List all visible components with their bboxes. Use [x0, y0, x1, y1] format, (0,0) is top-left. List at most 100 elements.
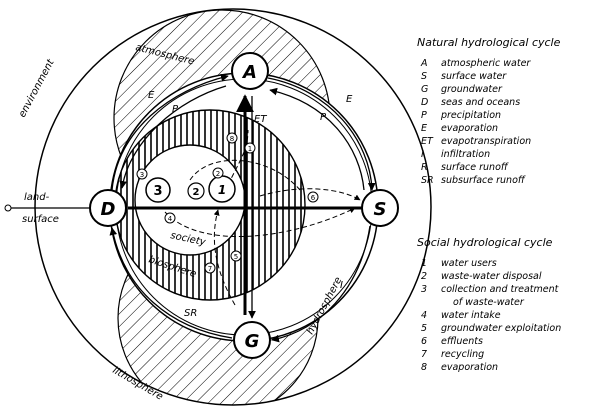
natural-legend-text: precipitation — [441, 110, 502, 121]
social-cycle-title: Social hydrological cycle — [417, 236, 553, 249]
social-node-3: 3 — [145, 177, 171, 203]
node-S: S — [361, 189, 399, 227]
flow-label-SR: SR — [184, 308, 197, 319]
marker-1: 1 — [244, 142, 256, 154]
node-S-label: S — [374, 199, 387, 220]
natural-legend-text: evapotranspiration — [441, 136, 532, 147]
svg-text:8: 8 — [230, 135, 234, 143]
natural-legend-key: R — [421, 162, 428, 173]
natural-legend-key: S — [421, 71, 428, 82]
natural-legend-key: SR — [421, 175, 434, 186]
social-legend-key: 7 — [421, 349, 428, 360]
social-legend-text: waste-water disposal — [441, 271, 542, 282]
marker-2: 2 — [212, 167, 224, 179]
natural-legend-key: D — [421, 97, 429, 108]
marker-6: 6 — [307, 191, 319, 203]
marker-5: 5 — [230, 250, 242, 262]
natural-legend-key: E — [421, 123, 428, 134]
intake-flow — [259, 188, 361, 201]
marker-3: 3 — [136, 168, 148, 180]
marker-8: 8 — [226, 132, 238, 144]
flow-label-P-left: P — [172, 104, 179, 115]
natural-legend-row: SR subsurface runoff — [421, 175, 525, 186]
natural-legend-key: A — [421, 58, 428, 69]
natural-legend-text: atmospheric water — [441, 58, 531, 69]
marker-4: 4 — [164, 212, 176, 224]
natural-legend-text: surface runoff — [441, 162, 508, 173]
natural-legend-key: ET — [421, 136, 433, 147]
flow-label-P-right: P — [320, 112, 327, 123]
flow-label-E-right: E — [346, 94, 353, 105]
flow-arc-G-D — [109, 227, 233, 339]
flow-arc-D-A — [111, 73, 229, 191]
groundwater-exploitation-flow — [213, 209, 236, 306]
svg-text:1: 1 — [248, 145, 252, 153]
flow-arc-S-A — [269, 87, 365, 191]
social-legend-row: 7 recycling — [421, 349, 484, 360]
social-legend-key: 3 — [421, 284, 428, 295]
social-legend-key — [421, 297, 441, 308]
node-D: D — [89, 189, 127, 227]
social-legend-row: 2 waste-water disposal — [421, 271, 542, 282]
social-node-1-label: 1 — [218, 183, 226, 197]
svg-text:6: 6 — [311, 194, 316, 202]
social-legend-key: 4 — [421, 310, 428, 321]
land-surface-label-2: surface — [22, 214, 59, 225]
social-legend-row: 4 water intake — [421, 310, 501, 321]
natural-legend-key: I — [421, 149, 424, 160]
natural-legend-text: groundwater — [441, 84, 502, 95]
flow-label-ET: ET — [254, 114, 267, 125]
circle-markers: 1 2 3 4 5 6 7 8 — [136, 132, 319, 274]
land-surface-label-1: land- — [24, 192, 50, 203]
natural-legend-key: P — [421, 110, 427, 121]
node-A-label: A — [241, 62, 257, 83]
social-node-2-label: 2 — [193, 187, 200, 198]
flow-label-E-left: E — [148, 90, 155, 101]
flow-arc-A-S — [267, 77, 376, 191]
land-surface-dot — [4, 204, 12, 212]
natural-legend-text: subsurface runoff — [441, 175, 525, 186]
social-legend-key: 6 — [421, 336, 428, 347]
flow-arc-A-D — [119, 85, 227, 189]
svg-text:7: 7 — [208, 265, 212, 273]
social-legend-text: groundwater exploitation — [441, 323, 562, 334]
svg-text:2: 2 — [216, 170, 220, 178]
node-A: A — [231, 52, 269, 90]
social-legend-row: 1 water users — [421, 258, 497, 269]
node-G-label: G — [245, 331, 260, 352]
svg-text:4: 4 — [168, 215, 173, 223]
svg-text:3: 3 — [140, 171, 144, 179]
social-legend-row: of waste-water — [421, 297, 524, 308]
effluent-flow — [164, 207, 356, 237]
node-D-label: D — [101, 199, 116, 220]
flow-label-I: I — [340, 280, 343, 291]
natural-legend-row: ET evapotranspiration — [421, 136, 531, 147]
social-legend-text: water users — [441, 258, 497, 269]
marker-7: 7 — [204, 262, 216, 274]
social-legend-row: 6 effluents — [421, 336, 483, 347]
natural-legend-text: surface water — [441, 71, 507, 82]
social-legend-key: 2 — [421, 271, 428, 282]
social-node-2: 2 — [187, 182, 205, 200]
social-legend-text: recycling — [441, 349, 485, 360]
social-legend-key: 8 — [421, 362, 428, 373]
social-legend-text: of waste-water — [453, 297, 524, 308]
evaporation-flow — [227, 129, 249, 186]
natural-cycle-title: Natural hydrological cycle — [417, 36, 561, 49]
environment-label: environment — [17, 57, 57, 120]
social-legend-key: 1 — [421, 258, 428, 269]
social-legend-text: water intake — [441, 310, 501, 321]
flow-arc-S-G — [271, 225, 371, 343]
social-legend-text: effluents — [441, 336, 483, 347]
